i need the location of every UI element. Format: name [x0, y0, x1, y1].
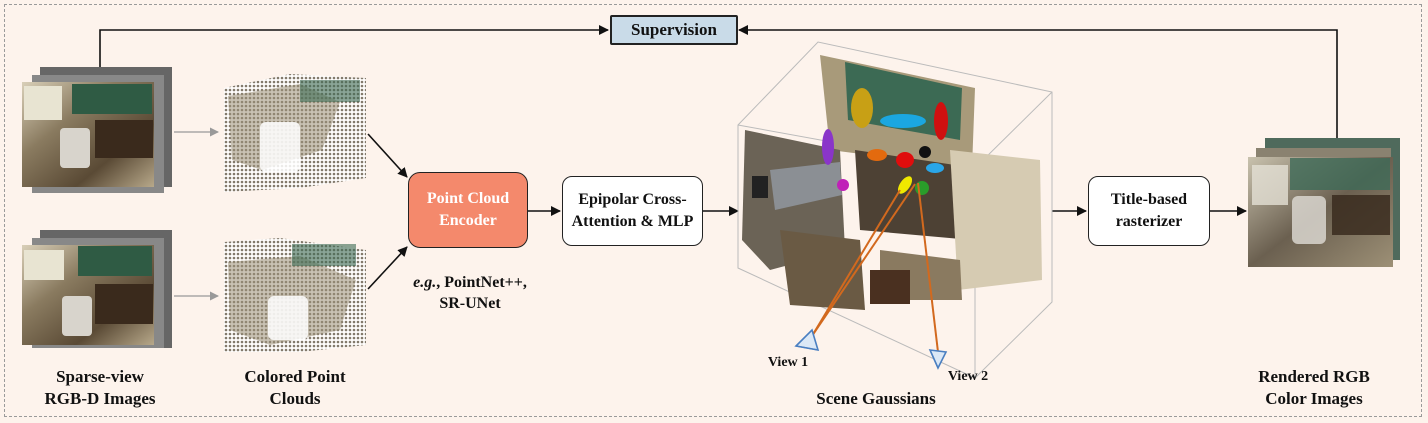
supervision-label: Supervision	[631, 20, 717, 39]
gaussian-ellipse	[822, 129, 834, 165]
gaussian-ellipse	[837, 179, 849, 191]
encoder-examples-note: e.g., PointNet++, SR-UNet	[395, 272, 545, 314]
encoder-note-rest: , PointNet++, SR-UNet	[436, 274, 527, 312]
gaussian-ellipse	[919, 146, 931, 158]
point-cloud-top	[224, 74, 366, 192]
view-2-label: View 2	[947, 369, 989, 384]
gaussian-ellipse	[880, 114, 926, 128]
encoder-label: Point Cloud Encoder	[426, 190, 510, 229]
point-cloud-encoder-box: Point Cloud Encoder	[408, 172, 528, 248]
arrow-cloud-bottom-to-encoder	[367, 246, 408, 290]
attention-label: Epipolar Cross- Attention & MLP	[571, 191, 694, 230]
gaussian-ellipse	[851, 88, 873, 128]
rendered-image-stack	[1248, 138, 1400, 267]
point-cloud-bottom	[224, 238, 366, 352]
diagram-frame	[4, 4, 1422, 417]
caption-sparse-view: Sparse-view RGB-D Images	[44, 367, 156, 408]
gaussian-ellipse	[897, 176, 913, 194]
gaussian-ellipse	[934, 102, 948, 140]
gaussian-ellipse	[926, 163, 944, 173]
caption-point-clouds: Colored Point Clouds	[244, 367, 346, 408]
camera-icon-view-2	[928, 349, 948, 370]
encoder-note-eg: e.g.	[413, 274, 437, 291]
caption-scene-gaussians: Scene Gaussians	[816, 389, 936, 408]
arrow-cloud-top-to-encoder	[367, 133, 408, 178]
rasterizer-box: Title-based rasterizer	[1088, 176, 1210, 246]
epipolar-attention-box: Epipolar Cross- Attention & MLP	[562, 176, 703, 246]
supervision-loop	[99, 25, 1338, 138]
gaussian-ellipse	[896, 152, 914, 168]
scene-gaussians	[737, 41, 1053, 379]
gaussian-ellipse	[867, 149, 887, 161]
supervision-box: Supervision	[610, 15, 738, 45]
gaussian-ellipse	[915, 181, 929, 195]
rgbd-image-bottom	[22, 230, 172, 348]
camera-view-lines	[811, 182, 939, 353]
view-1-label: View 1	[767, 355, 809, 370]
rgbd-image-top	[22, 67, 172, 193]
camera-icon-view-1	[794, 328, 820, 352]
rasterizer-label: Title-based rasterizer	[1110, 191, 1188, 230]
caption-rendered-images: Rendered RGB Color Images	[1258, 367, 1370, 408]
